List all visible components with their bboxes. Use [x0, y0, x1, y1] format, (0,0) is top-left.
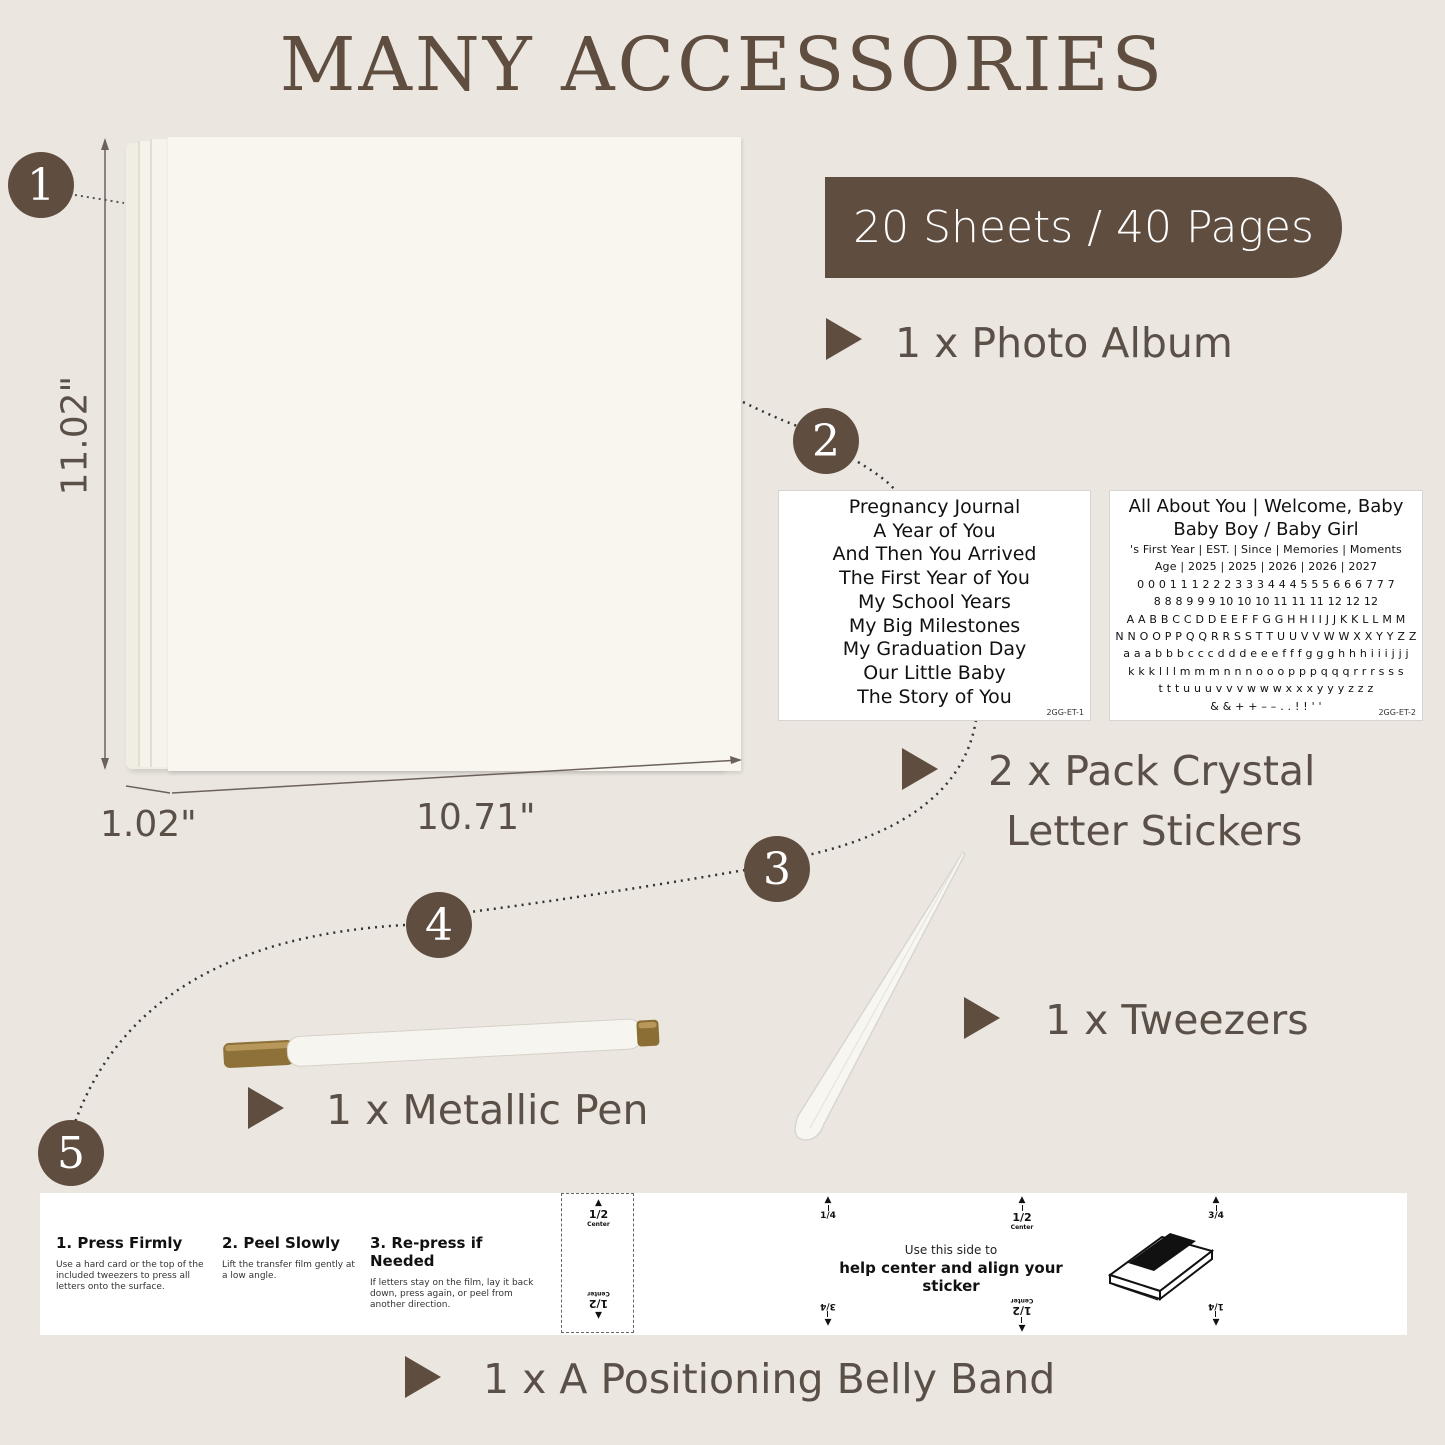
tick-label-three-quarter: 3/4: [820, 1301, 836, 1311]
tweezers-image: [794, 850, 966, 1141]
sticker-line: My School Years: [858, 590, 1011, 613]
bullet-arrow-icon: [826, 318, 862, 360]
item-stickers-line1: 2 x Pack Crystal: [988, 747, 1316, 795]
positioning-belly-band: 1. Press Firmly Use a hard card or the t…: [40, 1193, 1407, 1335]
sticker-line: t t t u u u v v v w w w x x x y y y z z …: [1158, 682, 1374, 696]
item-belly-band: 1 x A Positioning Belly Band: [483, 1355, 1056, 1403]
tick-center-label: Center: [1010, 1297, 1034, 1304]
number-badge-5: 5: [38, 1120, 104, 1186]
sticker-line: The Story of You: [857, 685, 1012, 708]
sticker-line: My Big Milestones: [848, 614, 1021, 637]
sticker-sheet-1: Pregnancy Journal A Year of You And Then…: [778, 490, 1091, 721]
band-step-text: Use a hard card or the top of the includ…: [56, 1260, 204, 1292]
arrow-up-icon: ▲: [1212, 1195, 1220, 1205]
arrow-up-icon: ▲: [595, 1310, 602, 1320]
number-badge-3: 3: [744, 836, 810, 902]
sheets-pages-badge: 20 Sheets / 40 Pages: [825, 177, 1342, 278]
number-badge-1: 1: [8, 152, 74, 218]
sticker-line: N N O O P P Q Q R R S S T T U U V V W W …: [1115, 630, 1417, 644]
center-guide-box: ▲ 1/2 Center ▲ 1/2 Center: [561, 1193, 634, 1333]
sticker-line: My Graduation Day: [842, 638, 1027, 661]
sticker-line: A A B B C C D D E E F F G G H H I I J J …: [1126, 612, 1406, 626]
sticker-line: 's First Year | EST. | Since | Memories …: [1130, 543, 1402, 556]
arrow-up-icon: ▲: [595, 1198, 602, 1208]
arrow-up-icon: ▲: [824, 1317, 832, 1327]
center-fraction-top: 1/2: [588, 1208, 609, 1221]
item-metallic-pen: 1 x Metallic Pen: [326, 1086, 649, 1134]
metallic-pen-image: [223, 1018, 660, 1069]
item-tweezers: 1 x Tweezers: [1045, 996, 1309, 1044]
album-height-label: 11.02": [54, 375, 96, 496]
band-hint-bold: help center and align your sticker: [839, 1259, 1063, 1295]
sticker-line: 0 0 0 1 1 1 2 2 2 3 3 3 4 4 4 5 5 5 6 6 …: [1137, 577, 1395, 591]
center-label-bottom: Center: [587, 1290, 610, 1297]
sticker-line: The First Year of You: [839, 567, 1030, 590]
arrow-up-icon: ▲: [1018, 1323, 1026, 1333]
number-badge-4: 4: [406, 892, 472, 958]
sticker-sheet-2: All About You | Welcome, Baby Baby Boy /…: [1109, 490, 1423, 721]
album-width-label: 10.71": [416, 797, 536, 838]
sticker-line: a a a b b b c c c d d d e e e f f f g g …: [1123, 647, 1409, 661]
number-badge-2: 2: [793, 408, 859, 474]
center-fraction-bottom: 1/2: [588, 1297, 609, 1310]
sticker-line: 8 8 8 9 9 9 10 10 10 11 11 11 12 12 12: [1153, 595, 1379, 609]
photo-album-image: [120, 137, 745, 777]
band-step-text: If letters stay on the film, lay it back…: [370, 1278, 534, 1310]
album-depth-label: 1.02": [100, 804, 197, 845]
band-step-title: 1. Press Firmly: [56, 1234, 183, 1252]
bullet-arrow-icon: [248, 1087, 284, 1129]
arrow-up-icon: ▲: [1212, 1317, 1220, 1327]
book-icon: [1107, 1233, 1215, 1302]
sticker-line: Age | 2025 | 2025 | 2026 | 2026 | 2027: [1154, 560, 1378, 574]
tick-label-three-quarter: 3/4: [1208, 1211, 1224, 1221]
band-step-title: 3. Re-press if Needed: [370, 1234, 483, 1270]
bullet-arrow-icon: [964, 997, 1000, 1039]
tick-label-half: 1/2: [1012, 1211, 1032, 1224]
arrow-up-icon: ▲: [824, 1195, 832, 1205]
sticker-line: A Year of You: [873, 519, 996, 542]
sticker-line: Pregnancy Journal: [848, 496, 1021, 518]
band-step-title: 2. Peel Slowly: [222, 1234, 341, 1252]
sticker-line: All About You | Welcome, Baby: [1128, 496, 1404, 517]
sticker-code: 2GG-ET-2: [1378, 708, 1416, 717]
page-title: MANY ACCESSORIES: [279, 22, 1166, 108]
tick-label-quarter: 1/4: [820, 1211, 836, 1221]
tick-label-half: 1/2: [1012, 1304, 1032, 1317]
sticker-line: And Then You Arrived: [832, 543, 1037, 566]
sticker-code: 2GG-ET-1: [1046, 708, 1084, 717]
band-hint-small: Use this side to: [904, 1243, 998, 1257]
center-label-top: Center: [587, 1221, 610, 1228]
sticker-line: Our Little Baby: [863, 661, 1006, 684]
bullet-arrow-icon: [405, 1356, 441, 1398]
sticker-line: Baby Boy / Baby Girl: [1173, 519, 1359, 540]
sticker-line: k k k l l l m m m n n n o o o p p p q q …: [1128, 664, 1404, 678]
item-stickers-line2: Letter Stickers: [1006, 807, 1303, 855]
arrow-up-icon: ▲: [1018, 1195, 1026, 1205]
sticker-line: & & + + – – . . ! ! ' ': [1210, 699, 1322, 713]
tick-center-label: Center: [1010, 1224, 1034, 1231]
bullet-arrow-icon: [902, 748, 938, 790]
item-photo-album: 1 x Photo Album: [895, 319, 1233, 367]
band-step-text: Lift the transfer film gently at a low a…: [222, 1260, 355, 1281]
